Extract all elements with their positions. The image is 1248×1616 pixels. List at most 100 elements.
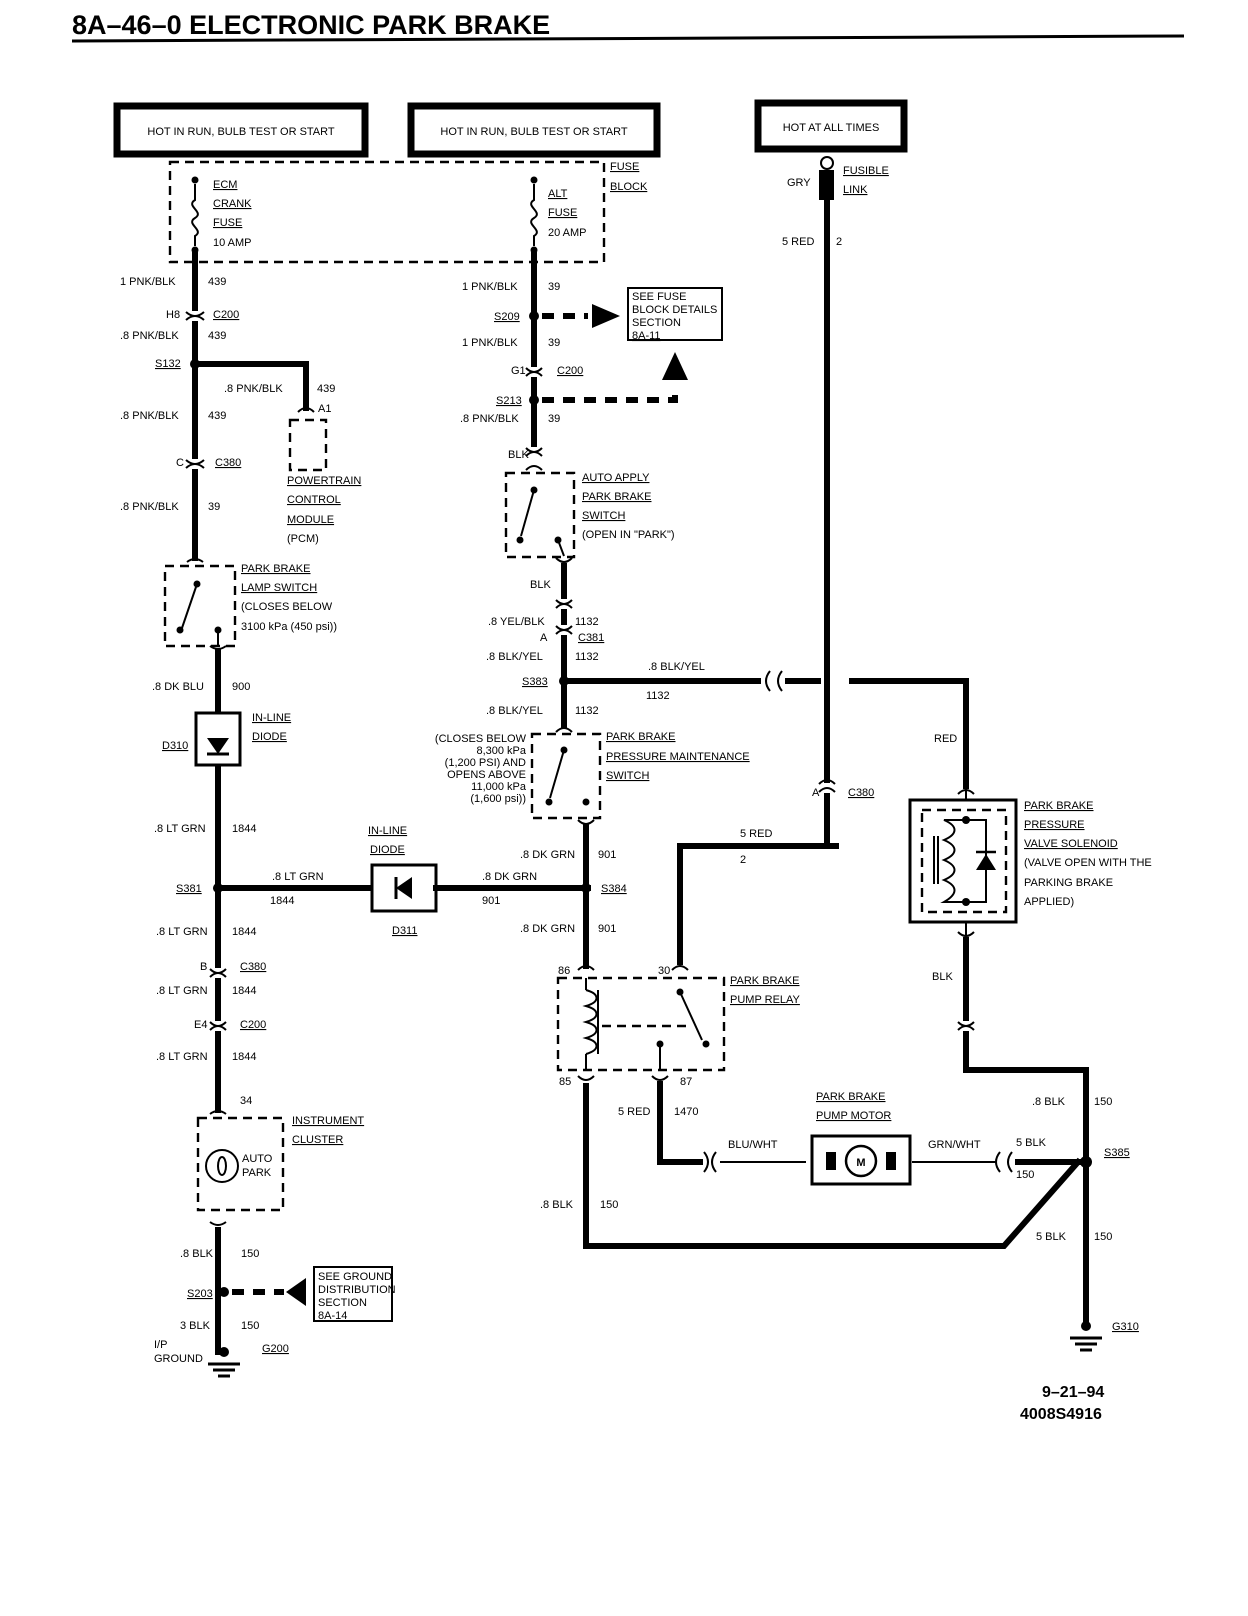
svg-text:1844: 1844 [232,1051,256,1063]
svg-text:1470: 1470 [674,1106,698,1118]
svg-text:.8 DK BLU: .8 DK BLU [152,681,204,693]
center-wire-run [525,252,595,971]
svg-text:BLU/WHT: BLU/WHT [728,1139,778,1151]
ground-g310-icon [1070,1321,1102,1352]
title-rule [71,34,1185,43]
svg-text:D310: D310 [162,740,188,752]
svg-text:5 RED: 5 RED [782,236,814,248]
svg-text:.8 DK GRN: .8 DK GRN [482,871,537,883]
svg-text:5 BLK: 5 BLK [1036,1231,1067,1243]
svg-text:1844: 1844 [270,895,294,907]
svg-text:GROUND: GROUND [154,1353,203,1365]
svg-text:.8 LT GRN: .8 LT GRN [156,1051,208,1063]
svg-text:87: 87 [680,1076,692,1088]
page-title: 8A–46–0 ELECTRONIC PARK BRAKE [72,10,550,40]
svg-text:10 AMP: 10 AMP [213,237,252,249]
power-box-run-1: HOT IN RUN, BULB TEST OR START [113,102,369,158]
svg-text:.8 LT GRN: .8 LT GRN [156,985,208,997]
pcm-box [288,418,328,472]
svg-text:C200: C200 [557,365,583,377]
svg-text:.8 LT GRN: .8 LT GRN [156,926,208,938]
svg-text:LINK: LINK [843,184,868,196]
svg-text:.8 LT GRN: .8 LT GRN [272,871,324,883]
svg-text:SECTION: SECTION [318,1297,367,1309]
svg-text:FUSIBLE: FUSIBLE [843,165,889,177]
svg-text:39: 39 [548,281,560,293]
park-brake-pump-relay [556,976,726,1072]
svg-text:150: 150 [1016,1169,1034,1181]
svg-text:11,000 kPa: 11,000 kPa [471,781,527,793]
pcm-branch-wire [192,361,309,411]
svg-text:RED: RED [934,733,957,745]
svg-text:1 PNK/BLK: 1 PNK/BLK [462,281,518,293]
svg-text:.8 BLK/YEL: .8 BLK/YEL [486,651,543,663]
svg-text:901: 901 [482,895,500,907]
svg-text:H8: H8 [166,309,180,321]
svg-text:S381: S381 [176,883,202,895]
svg-text:86: 86 [558,965,570,977]
svg-text:CRANK: CRANK [213,198,252,210]
svg-text:1844: 1844 [232,985,256,997]
svg-text:CONTROL: CONTROL [287,494,341,506]
svg-text:.8 LT GRN: .8 LT GRN [154,823,206,835]
svg-text:VALVE SOLENOID: VALVE SOLENOID [1024,838,1118,850]
svg-text:150: 150 [1094,1096,1112,1108]
power-label-always: HOT AT ALL TIMES [783,122,880,134]
svg-text:LAMP SWITCH: LAMP SWITCH [241,582,317,594]
svg-text:S213: S213 [496,395,522,407]
svg-text:20 AMP: 20 AMP [548,227,587,239]
svg-text:GRN/WHT: GRN/WHT [928,1139,981,1151]
svg-text:AUTO: AUTO [242,1153,273,1165]
svg-text:39: 39 [208,501,220,513]
svg-text:S385: S385 [1104,1147,1130,1159]
power-box-run-2: HOT IN RUN, BULB TEST OR START [407,102,661,158]
svg-text:39: 39 [548,337,560,349]
svg-text:PARK BRAKE: PARK BRAKE [606,731,676,743]
splice-s213 [529,395,539,405]
svg-text:(OPEN IN "PARK"): (OPEN IN "PARK") [582,529,675,541]
pressure-maintenance-switch [530,732,602,820]
svg-text:PARK: PARK [242,1167,272,1179]
svg-text:.8 BLK: .8 BLK [180,1248,214,1260]
svg-text:INSTRUMENT: INSTRUMENT [292,1115,364,1127]
svg-text:C381: C381 [578,632,604,644]
power-label-run-2: HOT IN RUN, BULB TEST OR START [440,126,628,138]
svg-text:ALT: ALT [548,188,568,200]
svg-text:150: 150 [241,1248,259,1260]
svg-text:G1: G1 [511,365,526,377]
svg-text:1132: 1132 [575,651,599,663]
fusible-link [819,156,834,200]
svg-text:MODULE: MODULE [287,514,334,526]
svg-text:SECTION: SECTION [632,317,681,329]
svg-text:1132: 1132 [646,690,670,702]
svg-text:34: 34 [240,1095,252,1107]
svg-text:DISTRIBUTION: DISTRIBUTION [318,1284,396,1296]
svg-text:AUTO APPLY: AUTO APPLY [582,472,650,484]
svg-text:439: 439 [208,410,226,422]
svg-text:150: 150 [1094,1231,1112,1243]
diode-d311 [370,863,438,913]
svg-text:(CLOSES BELOW: (CLOSES BELOW [241,601,333,613]
svg-text:901: 901 [598,923,616,935]
svg-text:.8 BLK: .8 BLK [540,1199,574,1211]
svg-text:A1: A1 [318,403,331,415]
svg-text:PARK BRAKE: PARK BRAKE [730,975,800,987]
svg-text:439: 439 [317,383,335,395]
diagram-code: 4008S4916 [1020,1406,1102,1423]
wire-150-solenoid-ground [963,1031,1089,1329]
svg-text:8A-14: 8A-14 [318,1310,347,1322]
svg-text:S209: S209 [494,311,520,323]
svg-text:OPENS ABOVE: OPENS ABOVE [447,769,526,781]
svg-text:IN-LINE: IN-LINE [368,825,407,837]
svg-text:.8 YEL/BLK: .8 YEL/BLK [488,616,545,628]
svg-text:S383: S383 [522,676,548,688]
svg-text:.8 PNK/BLK: .8 PNK/BLK [120,410,179,422]
svg-text:C380: C380 [240,961,266,973]
svg-text:2: 2 [740,854,746,866]
arrow-up-icon [662,352,688,380]
svg-text:M: M [856,1157,865,1169]
svg-text:.8 PNK/BLK: .8 PNK/BLK [120,501,179,513]
svg-text:APPLIED): APPLIED) [1024,896,1074,908]
svg-text:GRY: GRY [787,177,811,189]
